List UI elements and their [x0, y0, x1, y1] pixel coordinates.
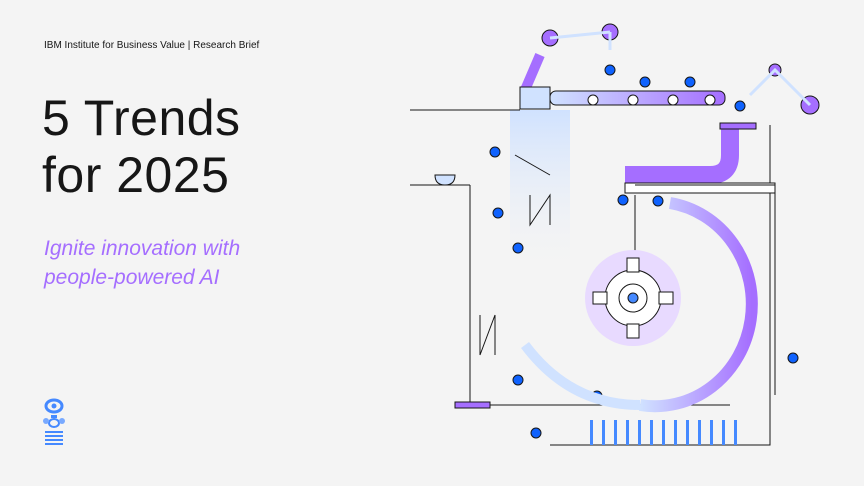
title-line-2: for 2025: [42, 147, 230, 203]
title-line-1: 5 Trends: [42, 90, 241, 146]
report-kicker: IBM Institute for Business Value | Resea…: [44, 40, 260, 51]
subtitle-line-2: people-powered AI: [44, 266, 220, 289]
page-title: 5 Trends for 2025: [42, 90, 241, 204]
ibm-eye-bee-m-logo: [43, 398, 65, 445]
subtitle-line-1: Ignite innovation with: [44, 237, 241, 260]
subtitle: Ignite innovation with people-powered AI: [44, 234, 240, 292]
ai-factory-machine-illustration: [410, 23, 820, 446]
